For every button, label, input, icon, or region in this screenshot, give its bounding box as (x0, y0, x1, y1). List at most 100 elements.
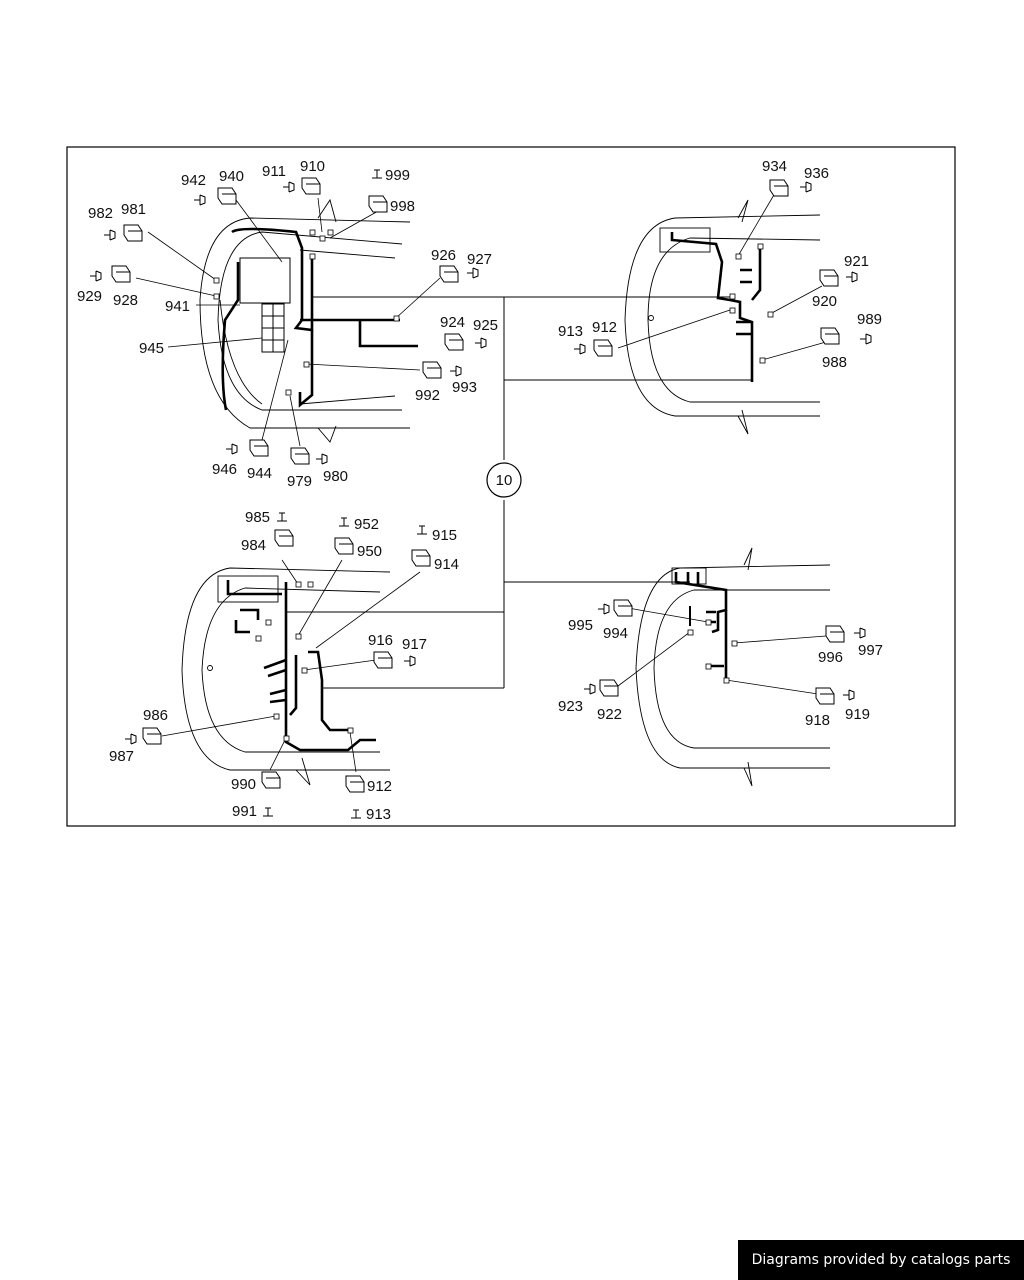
connector-housing-icon (825, 625, 845, 643)
harness-front-bottom-left (226, 580, 376, 752)
connector-plug-icon (125, 733, 137, 745)
callout-911: 911 (262, 163, 286, 180)
callout-944: 944 (247, 465, 272, 482)
callout-927: 927 (467, 251, 492, 268)
connector-housing-icon (820, 327, 840, 345)
vehicle-front-top-left (199, 198, 411, 443)
callout-928: 928 (113, 292, 138, 309)
connector-terminal-icon (263, 807, 273, 817)
connector-pin-icon (273, 713, 280, 720)
connector-pin-icon (687, 629, 694, 636)
connector-pin-icon (255, 635, 262, 642)
connector-plug-icon (846, 271, 858, 283)
connector-pin-icon (307, 581, 314, 588)
connector-plug-icon (854, 627, 866, 639)
connector-housing-icon (373, 651, 393, 669)
callout-994: 994 (603, 625, 628, 642)
callout-916: 916 (368, 632, 393, 649)
connector-pin-icon (213, 277, 220, 284)
connector-housing-icon (593, 339, 613, 357)
callout-925: 925 (473, 317, 498, 334)
callout-912: 912 (592, 319, 617, 336)
connector-plug-icon (584, 683, 596, 695)
connector-housing-icon (111, 265, 131, 283)
callout-915: 915 (432, 527, 457, 544)
leaders-top-right (617, 187, 827, 361)
callout-946: 946 (212, 461, 237, 478)
callout-934: 934 (762, 158, 787, 175)
callout-992: 992 (415, 387, 440, 404)
hub-connections (286, 296, 752, 689)
connector-pin-icon (295, 581, 302, 588)
callout-929: 929 (77, 288, 102, 305)
connector-plug-icon (860, 333, 872, 345)
connector-pin-icon (347, 727, 354, 734)
callout-982: 982 (88, 205, 113, 222)
fuse-box-front (239, 257, 291, 353)
connector-pin-icon (283, 735, 290, 742)
leaders-top-left (135, 197, 441, 447)
vehicle-rear-bottom-right (635, 547, 831, 787)
harness-front-top-left (221, 227, 418, 411)
callout-984: 984 (241, 537, 266, 554)
connector-housing-icon (368, 195, 388, 213)
callout-998: 998 (390, 198, 415, 215)
vehicle-rear-top-right (624, 199, 821, 435)
connector-plug-icon (574, 343, 586, 355)
connector-plug-icon (104, 229, 116, 241)
callout-945: 945 (139, 340, 164, 357)
connector-plug-icon (843, 689, 855, 701)
callout-941: 941 (165, 298, 190, 315)
callout-919: 919 (845, 706, 870, 723)
connector-pin-icon (735, 253, 742, 260)
callout-920: 920 (812, 293, 837, 310)
callout-989: 989 (857, 311, 882, 328)
callout-950: 950 (357, 543, 382, 560)
connector-housing-icon (274, 529, 294, 547)
callout-999: 999 (385, 167, 410, 184)
connector-pin-icon (705, 663, 712, 670)
leaders-bottom-right (617, 606, 827, 695)
connector-pin-icon (285, 389, 292, 396)
connector-pin-icon (301, 667, 308, 674)
callout-986: 986 (143, 707, 168, 724)
connector-terminal-icon (339, 517, 349, 527)
connector-terminal-icon (372, 169, 382, 179)
connector-housing-icon (123, 224, 143, 242)
connector-plug-icon (467, 267, 479, 279)
callout-988: 988 (822, 354, 847, 371)
vehicle-front-bottom-left (181, 567, 391, 786)
callout-987: 987 (109, 748, 134, 765)
callout-922: 922 (597, 706, 622, 723)
connector-housing-icon (334, 537, 354, 555)
callout-940: 940 (219, 168, 244, 185)
connector-pin-icon (705, 619, 712, 626)
hub-circle (486, 462, 522, 498)
callout-993: 993 (452, 379, 477, 396)
connector-pin-icon (767, 311, 774, 318)
callout-912-lower: 912 (367, 778, 392, 795)
connector-pin-icon (303, 361, 310, 368)
connector-terminal-icon (277, 512, 287, 522)
connector-housing-icon (261, 771, 281, 789)
connector-housing-icon (769, 179, 789, 197)
callout-910: 910 (300, 158, 325, 175)
connector-pin-icon (327, 229, 334, 236)
connector-plug-icon (450, 365, 462, 377)
connector-plug-icon (800, 181, 812, 193)
connector-housing-icon (411, 549, 431, 567)
harness-rear-bottom-right (674, 572, 728, 678)
callout-918: 918 (805, 712, 830, 729)
callout-981: 981 (121, 201, 146, 218)
connector-housing-icon (290, 447, 310, 465)
connector-housing-icon (249, 439, 269, 457)
callout-917: 917 (402, 636, 427, 653)
connector-pin-icon (265, 619, 272, 626)
connector-pin-icon (731, 640, 738, 647)
callout-936: 936 (804, 165, 829, 182)
connector-housing-icon (613, 599, 633, 617)
callout-997: 997 (858, 642, 883, 659)
leaders-bottom-left (161, 559, 421, 773)
connector-housing-icon (217, 187, 237, 205)
